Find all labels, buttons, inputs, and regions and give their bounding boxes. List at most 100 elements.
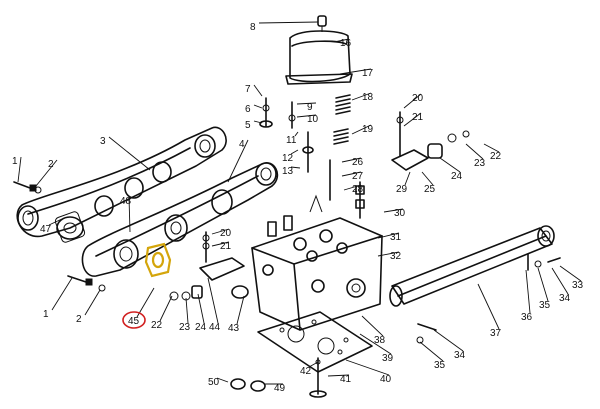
leader-line <box>308 361 319 368</box>
leader-line <box>35 159 58 187</box>
callout-11: 11 <box>286 131 299 146</box>
leader-line <box>253 104 263 109</box>
leader-line <box>559 265 582 282</box>
leader-line <box>525 269 531 314</box>
callout-label: 30 <box>394 208 406 219</box>
callout-40: 40 <box>345 359 392 385</box>
callout-label: 8 <box>250 22 256 33</box>
leader-line <box>345 359 390 376</box>
callout-label: 22 <box>151 320 163 331</box>
callout-9: 9 <box>296 102 317 113</box>
callout-label: 37 <box>490 328 502 339</box>
callout-32: 32 <box>377 251 402 262</box>
leader-line <box>211 241 230 247</box>
callout-22: 22 <box>483 143 502 162</box>
leader-line <box>84 289 101 316</box>
rocker-arm <box>391 111 470 171</box>
rocker-components <box>259 97 314 173</box>
callout-label: 26 <box>352 157 364 168</box>
callout-26: 26 <box>341 157 364 168</box>
callout-24: 24 <box>439 157 463 182</box>
callout-12: 12 <box>282 149 299 164</box>
callout-label: 31 <box>390 232 402 243</box>
leader-line <box>351 92 372 101</box>
callout-label: 10 <box>307 114 319 125</box>
leader-line <box>404 171 411 186</box>
callout-label: 20 <box>412 93 424 104</box>
callout-label: 17 <box>362 68 374 79</box>
callout-22: 22 <box>151 295 173 331</box>
callout-50: 50 <box>208 377 229 388</box>
leader-line <box>185 297 189 324</box>
callout-31: 31 <box>377 232 402 243</box>
callout-label: 7 <box>245 84 251 95</box>
callout-layer: 8 16 17 7 6 5 910 11 12 13 18 19 20 21 26 27 28 29 25 24 23 2… <box>12 21 584 394</box>
callout-34: 34 <box>551 267 571 304</box>
callout-33: 33 <box>559 265 584 291</box>
callout-45: 45 <box>122 287 155 329</box>
callout-label: 21 <box>220 241 232 252</box>
callout-label: 32 <box>390 251 402 262</box>
leader-line <box>377 232 400 239</box>
callout-42: 42 <box>300 361 319 377</box>
callout-label: 19 <box>362 124 374 135</box>
callout-18: 18 <box>351 92 374 103</box>
callout-36: 36 <box>521 269 533 323</box>
callout-label: 24 <box>195 322 207 333</box>
callout-6: 6 <box>245 104 263 115</box>
callout-25: 25 <box>421 171 436 195</box>
leader-line <box>227 139 249 183</box>
callout-label: 24 <box>451 171 463 182</box>
callout-label: 28 <box>352 184 364 195</box>
callout-19: 19 <box>351 124 374 135</box>
callout-label: 29 <box>396 184 408 195</box>
leader-line <box>341 171 362 177</box>
callout-44: 44 <box>207 277 221 333</box>
leader-line <box>253 84 263 97</box>
callout-34: 34 <box>433 329 466 361</box>
leader-line <box>136 287 155 318</box>
callout-49: 49 <box>264 383 286 394</box>
callout-label: 12 <box>282 153 294 164</box>
highlighted-gasket-45 <box>144 242 172 278</box>
plugs <box>230 378 266 392</box>
leader-line <box>419 341 444 362</box>
callout-label: 21 <box>412 112 424 123</box>
callout-label: 23 <box>474 158 486 169</box>
leader-line <box>483 143 500 153</box>
callout-7: 7 <box>245 84 263 97</box>
leader-line <box>197 293 205 324</box>
leader-line <box>339 68 372 75</box>
cylinder-head <box>231 194 383 331</box>
leader-line <box>290 166 301 169</box>
callout-label: 34 <box>454 350 466 361</box>
leader-line <box>341 157 362 163</box>
callout-label: 27 <box>352 171 364 182</box>
manifold-gasket <box>54 211 86 243</box>
leader-line <box>403 93 422 109</box>
callout-label: 16 <box>340 38 352 49</box>
leader-line <box>296 102 317 105</box>
leader-line <box>128 196 131 233</box>
callout-20: 20 <box>403 93 424 109</box>
callout-label: 3 <box>100 136 106 147</box>
leader-line <box>359 333 392 355</box>
head-bolt <box>416 323 437 344</box>
callout-10: 10 <box>296 114 319 125</box>
callout-label: 33 <box>572 280 584 291</box>
callout-23: 23 <box>465 143 486 169</box>
callout-label: 47 <box>40 224 52 235</box>
fasteners <box>13 181 245 301</box>
callout-label: 11 <box>286 135 297 146</box>
leader-line <box>253 120 263 124</box>
callout-20: 20 <box>211 228 232 239</box>
callout-39: 39 <box>359 333 394 364</box>
callout-38: 38 <box>361 315 386 346</box>
leader-line <box>51 277 73 311</box>
callout-13: 13 <box>282 166 301 177</box>
callout-label: 34 <box>559 293 571 304</box>
leader-line <box>333 38 350 43</box>
callout-5: 5 <box>245 120 263 131</box>
callout-label: 22 <box>490 151 502 162</box>
